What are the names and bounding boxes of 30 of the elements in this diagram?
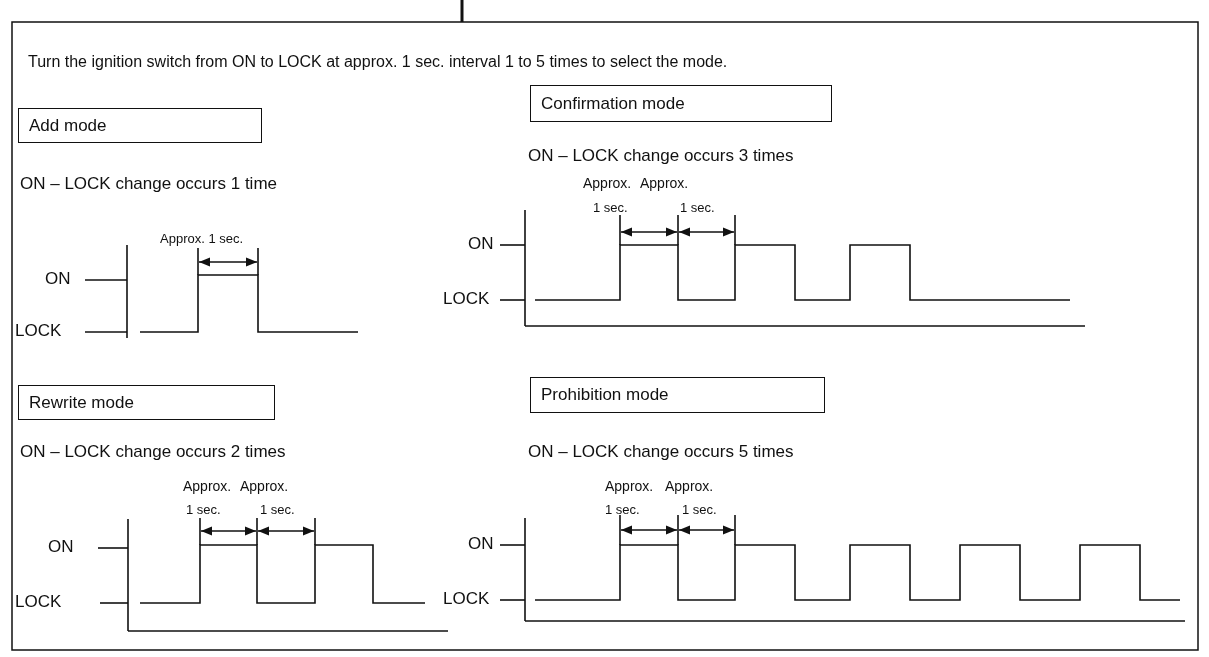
description-text: ON – LOCK change occurs 5 times: [528, 443, 794, 460]
mode-box: Prohibition mode: [530, 377, 825, 413]
dimension-label: Approx.: [583, 176, 632, 190]
level-label: ON: [468, 535, 494, 552]
dimension-label: 1 sec.: [605, 503, 640, 516]
dimension-label: 1 sec.: [593, 201, 628, 214]
description-text: ON – LOCK change occurs 2 times: [20, 443, 286, 460]
mode-box: Confirmation mode: [530, 85, 832, 122]
description-text: ON – LOCK change occurs 1 time: [20, 175, 277, 192]
dimension-label: 1 sec.: [260, 503, 295, 516]
level-label: LOCK: [443, 590, 490, 607]
instruction-text: Turn the ignition switch from ON to LOCK at approx. 1 sec. interval 1 to 5 times to select the mode.: [28, 54, 728, 70]
level-label: ON: [48, 538, 74, 555]
dimension-label: 1 sec.: [186, 503, 221, 516]
level-label: LOCK: [443, 290, 490, 307]
dimension-label: Approx.: [183, 479, 232, 493]
dimension-label: Approx. 1 sec.: [160, 232, 244, 245]
dimension-label: 1 sec.: [680, 201, 715, 214]
dimension-label: Approx.: [640, 176, 689, 190]
description-text: ON – LOCK change occurs 3 times: [528, 147, 794, 164]
dimension-label: Approx.: [240, 479, 289, 493]
level-label: LOCK: [15, 593, 62, 610]
dimension-label: Approx.: [605, 479, 654, 493]
dimension-label: Approx.: [665, 479, 714, 493]
mode-box: Add mode: [18, 108, 262, 143]
mode-box: Rewrite mode: [18, 385, 275, 420]
dimension-label: 1 sec.: [682, 503, 717, 516]
level-label: LOCK: [15, 322, 62, 339]
level-label: ON: [468, 235, 494, 252]
level-label: ON: [45, 270, 71, 287]
